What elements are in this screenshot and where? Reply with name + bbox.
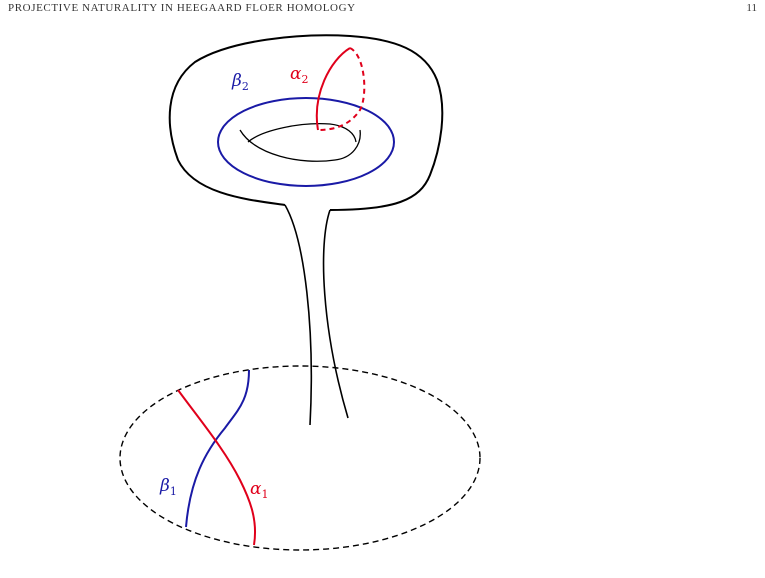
torus-hole-lower <box>239 129 361 162</box>
alpha1-curve <box>177 389 256 546</box>
surface-outline-left <box>168 34 444 211</box>
running-title: PROJECTIVE NATURALITY IN HEEGAARD FLOER … <box>8 2 356 14</box>
beta2-label: β2 <box>231 71 249 93</box>
alpha2-curve-front <box>315 47 351 131</box>
neck-left-strand <box>284 204 313 426</box>
alpha1-label: α1 <box>250 479 268 501</box>
beta1-curve <box>185 369 250 528</box>
base-disk-boundary <box>119 365 481 551</box>
running-header: PROJECTIVE NATURALITY IN HEEGAARD FLOER … <box>0 0 765 30</box>
alpha2-curve-back <box>317 47 366 131</box>
beta1-label: β1 <box>159 476 177 498</box>
alpha2-label: α2 <box>290 64 308 86</box>
neck-right-strand <box>322 209 349 419</box>
page-number: 11 <box>746 2 757 14</box>
beta2-curve <box>217 97 395 187</box>
torus-hole-upper <box>247 123 357 143</box>
